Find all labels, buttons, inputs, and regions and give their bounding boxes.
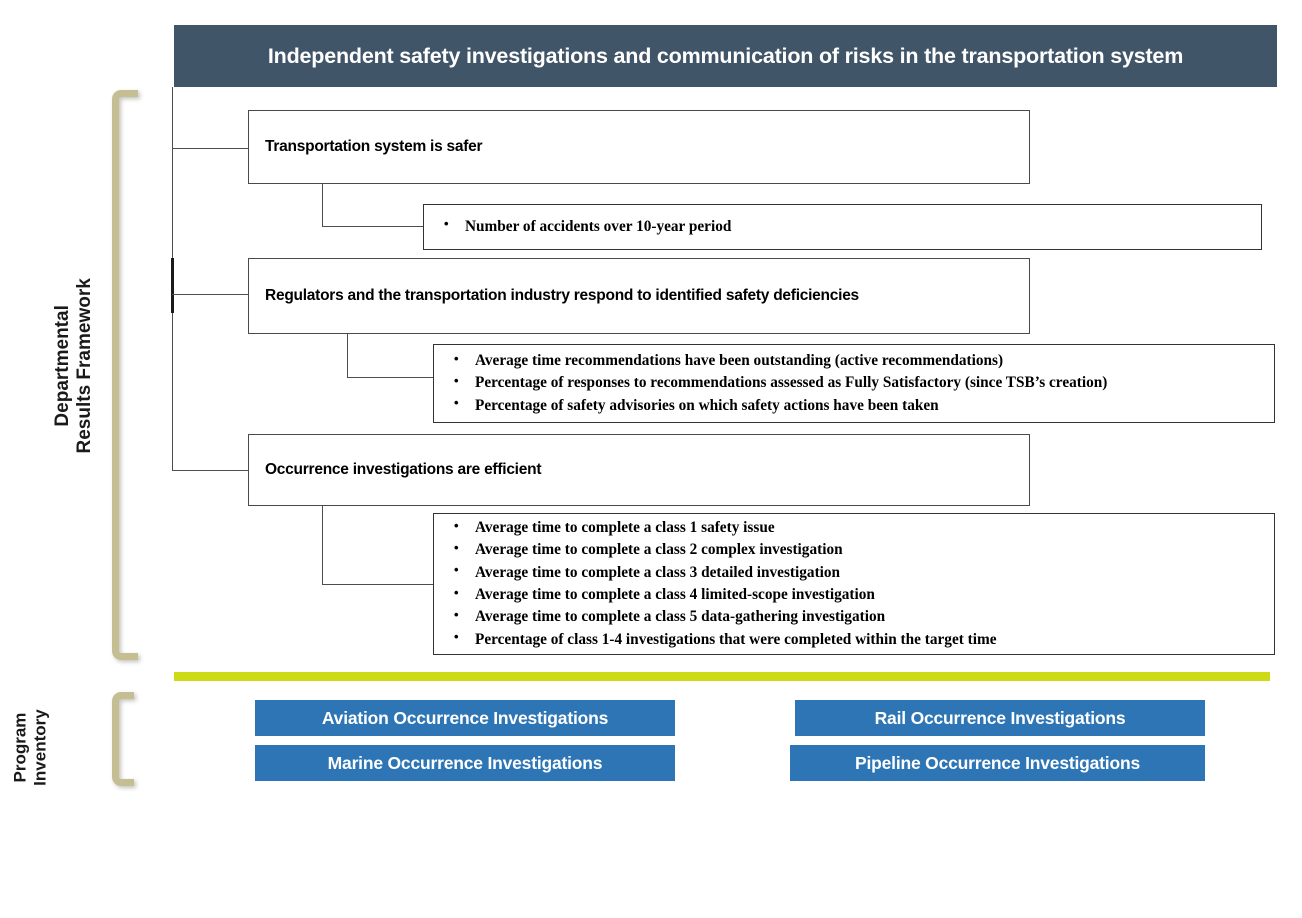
program-box-aviation[interactable]: Aviation Occurrence Investigations	[255, 700, 675, 736]
drf-label-line2: Results Framework	[74, 278, 95, 454]
elbow-horizontal-1	[322, 226, 424, 228]
section-divider-green	[174, 672, 1270, 681]
branch-result-3	[172, 470, 249, 472]
indicator-list-2: Average time recommendations have been o…	[448, 349, 1266, 417]
indicator-item: Average time recommendations have been o…	[448, 349, 1266, 372]
branch-result-2	[172, 294, 249, 296]
spine-accent	[171, 258, 174, 313]
strategic-outcome-banner: Independent safety investigations and co…	[174, 25, 1277, 87]
indicator-list-1: Number of accidents over 10-year period	[438, 215, 1253, 238]
program-box-marine[interactable]: Marine Occurrence Investigations	[255, 745, 675, 781]
departmental-results-framework-label: Departmental Results Framework	[52, 126, 96, 606]
departmental-results-bracket	[112, 90, 138, 660]
result-box-3[interactable]: Occurrence investigations are efficient	[248, 434, 1030, 506]
indicator-box-2[interactable]: Average time recommendations have been o…	[433, 344, 1275, 423]
drf-label-line1: Departmental	[52, 305, 74, 427]
result-label-2: Regulators and the transportation indust…	[265, 287, 859, 304]
indicator-item: Percentage of safety advisories on which…	[448, 394, 1266, 417]
indicator-item: Number of accidents over 10-year period	[438, 215, 1253, 238]
elbow-vertical-1	[322, 183, 324, 227]
pi-label-line1: Program	[10, 712, 30, 783]
program-inventory-bracket	[112, 692, 134, 786]
elbow-vertical-3	[322, 505, 324, 585]
result-label-3: Occurrence investigations are efficient	[265, 461, 542, 478]
program-box-rail[interactable]: Rail Occurrence Investigations	[795, 700, 1205, 736]
elbow-horizontal-2	[347, 377, 434, 379]
elbow-horizontal-3	[322, 584, 434, 586]
branch-result-1	[172, 148, 249, 150]
indicator-item: Average time to complete a class 5 data-…	[448, 606, 1266, 628]
indicator-item: Average time to complete a class 3 detai…	[448, 561, 1266, 584]
pi-label-line2: Inventory	[30, 709, 49, 786]
indicator-item: Average time to complete a class 4 limit…	[448, 583, 1266, 606]
indicator-item: Percentage of class 1-4 investigations t…	[448, 628, 1266, 651]
diagram-canvas: Independent safety investigations and co…	[0, 0, 1302, 806]
program-label-aviation: Aviation Occurrence Investigations	[321, 707, 609, 728]
indicator-item: Percentage of responses to recommendatio…	[448, 372, 1266, 394]
program-label-rail: Rail Occurrence Investigations	[874, 707, 1126, 728]
elbow-vertical-2	[347, 334, 349, 378]
indicator-box-1[interactable]: Number of accidents over 10-year period	[423, 204, 1262, 250]
indicator-item: Average time to complete a class 1 safet…	[448, 517, 1266, 539]
indicator-list-3: Average time to complete a class 1 safet…	[448, 517, 1266, 651]
result-box-2[interactable]: Regulators and the transportation indust…	[248, 258, 1030, 334]
indicator-item: Average time to complete a class 2 compl…	[448, 539, 1266, 561]
program-inventory-label: Program Inventory	[10, 578, 49, 918]
program-label-marine: Marine Occurrence Investigations	[327, 752, 603, 773]
program-box-pipeline[interactable]: Pipeline Occurrence Investigations	[790, 745, 1205, 781]
banner-title: Independent safety investigations and co…	[267, 43, 1184, 68]
indicator-box-3[interactable]: Average time to complete a class 1 safet…	[433, 513, 1275, 655]
program-label-pipeline: Pipeline Occurrence Investigations	[855, 752, 1140, 773]
result-box-1[interactable]: Transportation system is safer	[248, 110, 1030, 184]
result-label-1: Transportation system is safer	[265, 138, 483, 155]
